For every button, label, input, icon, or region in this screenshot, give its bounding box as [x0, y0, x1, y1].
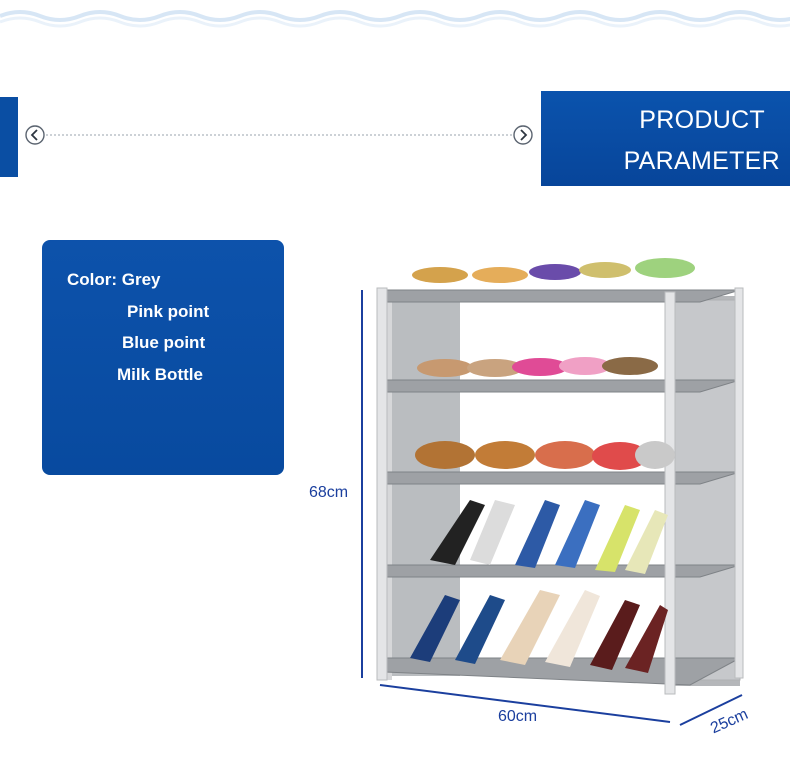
chevron-left-circle-icon[interactable]: [25, 125, 45, 145]
wave-decoration: [0, 10, 790, 28]
title-line-1: PRODUCT: [639, 106, 765, 134]
shoe-rack-image: [361, 258, 744, 726]
chevron-right-circle-icon[interactable]: [513, 125, 533, 145]
left-accent-bar: [0, 97, 18, 177]
color-option-pink-point: Pink point: [127, 302, 210, 321]
color-option-blue-point: Blue point: [122, 333, 206, 352]
title-line-2: PARAMETER: [623, 147, 780, 175]
color-options-card: Color: Grey Pink point Blue point Milk B…: [42, 240, 284, 475]
color-label: Color: Grey: [67, 270, 161, 289]
height-dimension: 68cm: [309, 484, 349, 501]
navigation-line: [25, 125, 533, 145]
width-dimension: 60cm: [498, 708, 538, 725]
product-parameter-title: PRODUCT PARAMETER: [541, 91, 790, 186]
color-option-milk-bottle: Milk Bottle: [117, 365, 203, 384]
